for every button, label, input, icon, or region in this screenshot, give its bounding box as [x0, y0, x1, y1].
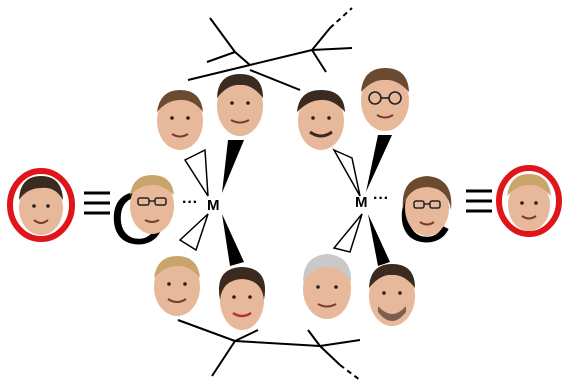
metal-right-label: M — [355, 194, 368, 211]
avatar — [402, 176, 452, 236]
oxygen-ring-left — [7, 168, 75, 242]
avatar — [361, 68, 409, 131]
top-skeleton — [187, 7, 353, 91]
bottom-skeleton — [177, 319, 361, 381]
avatar — [507, 174, 551, 231]
left-metal-bonds — [178, 140, 244, 266]
triple-bond-left — [84, 191, 110, 215]
avatar — [369, 264, 415, 326]
avatar — [130, 175, 174, 234]
avatar — [297, 90, 345, 150]
metal-left-label: M — [207, 197, 220, 214]
oxygen-ring-right — [496, 165, 562, 237]
avatar — [19, 176, 63, 235]
agostic-left: ··· — [182, 194, 198, 211]
avatar — [303, 254, 352, 319]
avatar — [157, 90, 203, 150]
avatar — [217, 74, 263, 136]
triple-bond-right — [466, 189, 492, 213]
avatar — [218, 267, 266, 330]
agostic-right: ··· — [373, 190, 389, 207]
avatar — [154, 256, 200, 316]
right-metal-bonds — [332, 135, 392, 266]
